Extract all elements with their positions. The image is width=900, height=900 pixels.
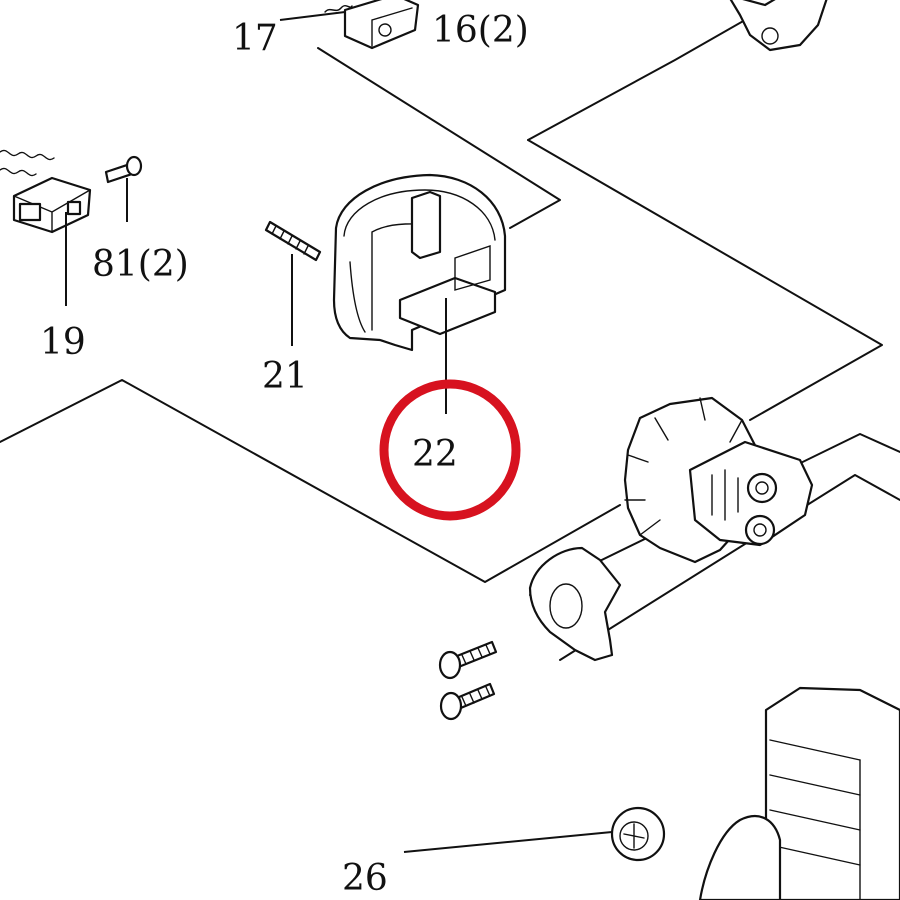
assembly-outline-bottom-right (529, 433, 900, 596)
part-81-screw (104, 155, 143, 184)
label-21: 21 (262, 356, 308, 397)
part-16-brush-holder (324, 0, 420, 50)
assembly-outline-left (0, 379, 621, 583)
highlight-ring (379, 379, 521, 521)
label-26: 26 (342, 858, 388, 899)
label-19: 19 (40, 322, 86, 363)
assembly-outline-upper (317, 47, 561, 229)
leader-26 (403, 831, 613, 853)
assembly-outline-right-lower (527, 139, 883, 421)
label-81: 81(2) (92, 244, 189, 285)
part-screw-lower (439, 682, 496, 721)
part-screw-upper (438, 640, 498, 680)
part-21-spring (264, 220, 322, 262)
part-half-shell (528, 546, 622, 662)
label-17: 17 (232, 18, 278, 59)
label-16: 16(2) (432, 10, 529, 51)
assembly-outline-bottom-right-2 (559, 474, 900, 661)
leader-17 (279, 11, 346, 21)
part-motor-end-cap (623, 396, 814, 564)
label-13: 13 (565, 0, 611, 7)
part-19-carbon-brush (0, 149, 92, 234)
label-22: 22 (412, 434, 458, 475)
part-13-bracket (729, 0, 828, 52)
part-26-nut (610, 806, 666, 862)
part-22-holder (332, 173, 507, 352)
part-housing (698, 686, 900, 900)
